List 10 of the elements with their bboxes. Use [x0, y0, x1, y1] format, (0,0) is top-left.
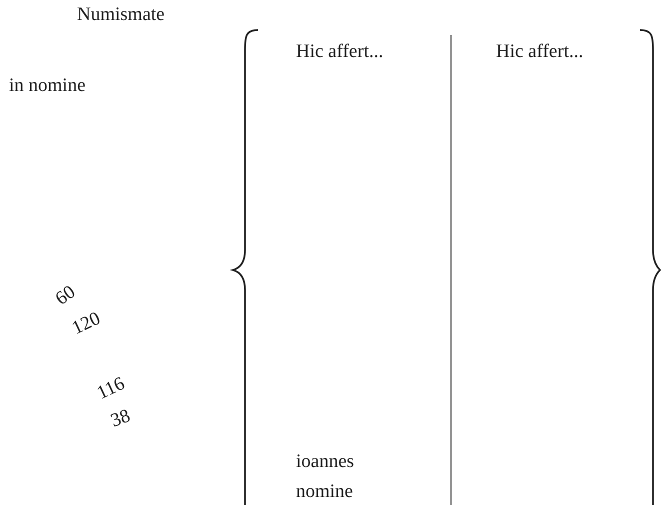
number-label: 38: [108, 406, 133, 431]
number-label: 120: [69, 308, 104, 338]
number-label: 60: [52, 282, 79, 309]
column-heading: Hic affert...: [496, 42, 584, 61]
annotation-text: in nomine: [9, 76, 86, 95]
number-label: 116: [94, 374, 128, 403]
annotation-text: nomine: [296, 482, 353, 501]
annotation-text: ioannes: [296, 452, 354, 471]
column-heading: Hic affert...: [296, 42, 384, 61]
heading-text: Numismate: [77, 5, 165, 24]
